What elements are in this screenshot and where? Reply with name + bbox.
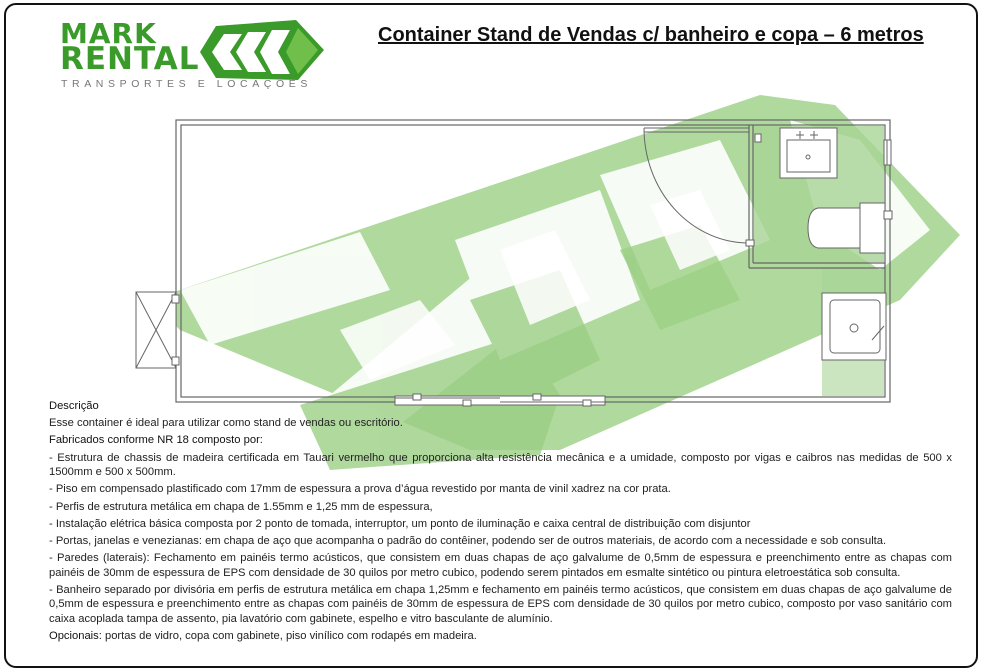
plan-window-front (394, 395, 606, 406)
page-title: Container Stand de Vendas c/ banheiro e … (378, 24, 924, 46)
spec-item: - Piso em compensado plastificado com 17… (49, 483, 671, 496)
plan-door-swing (643, 127, 750, 244)
spec-item: - Estrutura de chassis de madeira certif… (49, 451, 952, 479)
plan-door-stop (754, 133, 762, 143)
plan-lavatory-tap (796, 131, 818, 139)
plan-kitchen-drain (849, 323, 859, 333)
optionals-line: Opcionais: portas de vidro, copa com gab… (49, 629, 952, 644)
logo-tagline: TRANSPORTES E LOCAÇÕES (61, 78, 312, 90)
spec-item: - Instalação elétrica básica composta po… (49, 517, 751, 530)
optionals-label: Opcionais: (49, 630, 102, 643)
watermark-cut-1 (180, 232, 390, 345)
logo-mark-icon (200, 20, 324, 80)
plan-toilet-tank (859, 202, 886, 254)
logo-line-2: RENTAL (60, 41, 200, 77)
description-section: Descrição Esse container é ideal para ut… (49, 399, 952, 646)
plan-lavatory-drain (805, 154, 811, 160)
spec-item: - Perfis de estrutura metálica em chapa … (49, 500, 433, 513)
company-logo: MARK RENTAL TRANSPORTES E LOCAÇÕES (60, 20, 330, 95)
spec-item: - Banheiro separado por divisória em per… (49, 583, 952, 626)
plan-door-hinge (745, 239, 755, 247)
description-heading: Descrição (49, 400, 99, 412)
plan-toilet-flush (883, 210, 893, 220)
plan-kitchen-tap (871, 325, 885, 341)
spec-item: - Paredes (laterais): Fechamento em pain… (49, 552, 952, 579)
logo-line-1: MARK (60, 17, 157, 50)
watermark-inner-3 (650, 190, 730, 270)
plan-toilet-bowl (807, 207, 861, 249)
description-intro: Esse container é ideal para utilizar com… (49, 417, 403, 430)
watermark-inner-2 (500, 230, 590, 325)
watermark-inner-1 (340, 300, 455, 380)
fabricated-heading: Fabricados conforme NR 18 composto por: (49, 434, 263, 447)
spec-item: - Portas, janelas e venezianas: em chapa… (49, 534, 887, 547)
optionals-text: portas de vidro, copa com gabinete, piso… (101, 630, 477, 643)
